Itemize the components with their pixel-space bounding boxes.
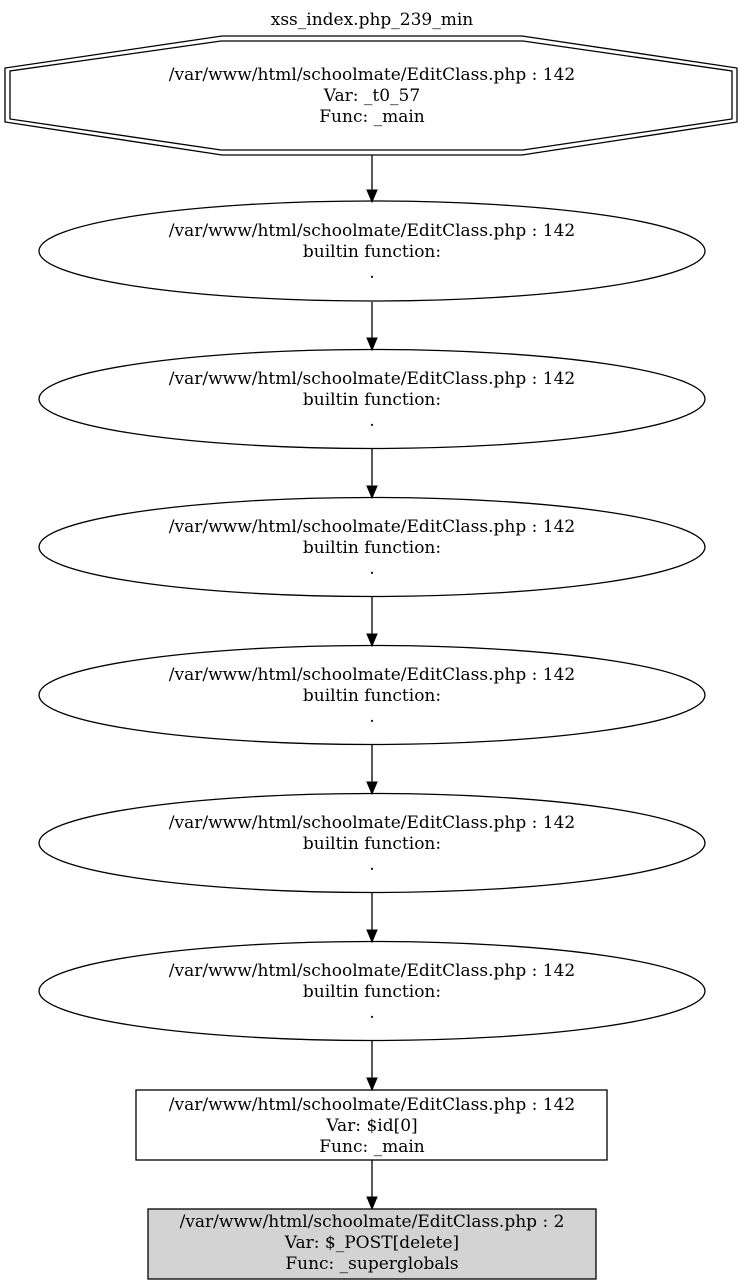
nodes-layer: /var/www/html/schoolmate/EditClass.php :… [4, 35, 738, 1280]
node-label-line: builtin function: [303, 686, 441, 706]
edge-n7-n8 [366, 1160, 378, 1211]
node-n7: /var/www/html/schoolmate/EditClass.php :… [135, 1089, 608, 1161]
edges-layer [366, 155, 378, 1211]
node-label-line: Var: _t0_57 [323, 86, 420, 106]
node-n6: /var/www/html/schoolmate/EditClass.php :… [38, 940, 706, 1042]
edge-n3-n4 [366, 597, 378, 648]
node-label-line: Var: $_POST[delete] [284, 1233, 459, 1253]
node-label-line: /var/www/html/schoolmate/EditClass.php :… [169, 665, 575, 685]
node-label-line: . [369, 559, 374, 579]
arrowhead-icon [366, 189, 378, 204]
node-label-line: Var: $id[0] [325, 1116, 417, 1136]
box-border-filled [147, 1208, 597, 1280]
ellipse-border [38, 792, 706, 894]
node-label-line: builtin function: [303, 538, 441, 558]
arrowhead-icon [366, 1196, 378, 1211]
node-n3: /var/www/html/schoolmate/EditClass.php :… [38, 496, 706, 598]
node-label-line: Func: _superglobals [285, 1254, 458, 1274]
node-n4: /var/www/html/schoolmate/EditClass.php :… [38, 644, 706, 746]
box-border [135, 1089, 608, 1161]
octagon-outer-border [4, 35, 738, 156]
node-n8: /var/www/html/schoolmate/EditClass.php :… [147, 1208, 597, 1280]
node-label-line: /var/www/html/schoolmate/EditClass.php :… [169, 813, 575, 833]
node-label-line: . [369, 263, 374, 283]
arrowhead-icon [366, 1077, 378, 1092]
arrowhead-icon [366, 781, 378, 796]
node-n1: /var/www/html/schoolmate/EditClass.php :… [38, 200, 706, 302]
node-n5: /var/www/html/schoolmate/EditClass.php :… [38, 792, 706, 894]
edge-n6-n7 [366, 1041, 378, 1092]
node-label-line: /var/www/html/schoolmate/EditClass.php :… [169, 1095, 575, 1115]
octagon-inner-border [9, 40, 733, 151]
ellipse-border [38, 200, 706, 302]
ellipse-border [38, 496, 706, 598]
edge-n0-n1 [366, 155, 378, 204]
node-label-line: . [369, 1003, 374, 1023]
arrowhead-icon [366, 337, 378, 352]
node-label-line: /var/www/html/schoolmate/EditClass.php :… [169, 221, 575, 241]
node-label-line: /var/www/html/schoolmate/EditClass.php :… [169, 961, 575, 981]
arrowhead-icon [366, 929, 378, 944]
ellipse-border [38, 644, 706, 746]
ellipse-border [38, 940, 706, 1042]
node-label-line: builtin function: [303, 390, 441, 410]
node-label-line: /var/www/html/schoolmate/EditClass.php :… [169, 517, 575, 537]
node-label-line: Func: _main [319, 107, 425, 127]
edge-n2-n3 [366, 449, 378, 500]
node-label-line: . [369, 411, 374, 431]
node-label-line: builtin function: [303, 982, 441, 1002]
node-label-line: . [369, 707, 374, 727]
arrowhead-icon [366, 485, 378, 500]
edge-n5-n6 [366, 893, 378, 944]
graph-title: xss_index.php_239_min [271, 10, 474, 30]
node-label-line: /var/www/html/schoolmate/EditClass.php :… [169, 65, 575, 85]
node-label-line: . [369, 855, 374, 875]
node-label-line: /var/www/html/schoolmate/EditClass.php :… [180, 1212, 565, 1232]
node-n2: /var/www/html/schoolmate/EditClass.php :… [38, 348, 706, 450]
node-label-line: /var/www/html/schoolmate/EditClass.php :… [169, 369, 575, 389]
ellipse-border [38, 348, 706, 450]
arrowhead-icon [366, 633, 378, 648]
edge-n1-n2 [366, 302, 378, 352]
node-label-line: builtin function: [303, 242, 441, 262]
node-label-line: builtin function: [303, 834, 441, 854]
node-n0: /var/www/html/schoolmate/EditClass.php :… [4, 35, 738, 156]
edge-n4-n5 [366, 745, 378, 796]
node-label-line: Func: _main [319, 1137, 425, 1157]
